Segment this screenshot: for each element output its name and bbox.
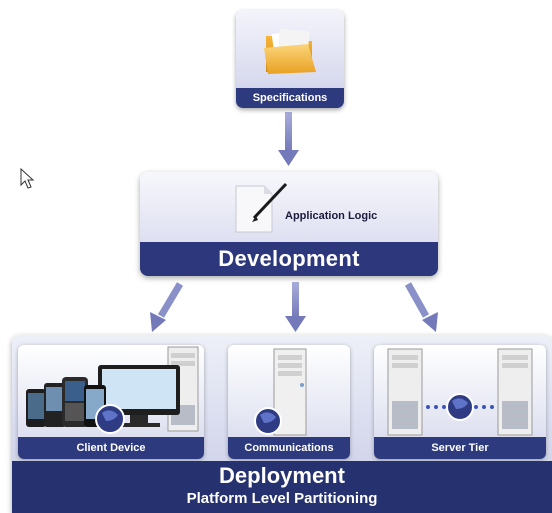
communications-label: Communications	[228, 437, 350, 459]
server-tier-label: Server Tier	[374, 437, 546, 459]
deployment-box: Client Device Communications	[12, 335, 552, 513]
document-pen-icon	[235, 182, 288, 233]
arrow-development-to-client	[150, 282, 184, 332]
communications-card: Communications	[228, 345, 350, 459]
server-tier-illustration	[387, 348, 533, 436]
deployment-subtitle: Platform Level Partitioning	[186, 490, 378, 507]
server-icon-right	[497, 348, 533, 436]
communications-illustration	[254, 348, 307, 436]
specifications-card: Specifications	[236, 10, 344, 108]
application-logic-label: Application Logic	[285, 210, 378, 222]
development-box: Application Logic Development	[140, 172, 438, 276]
deployment-bar: Deployment Platform Level Partitioning	[12, 461, 552, 513]
globe-icon	[95, 404, 125, 434]
monitor-icon	[98, 365, 180, 427]
server-icon	[387, 348, 423, 436]
development-title: Development	[140, 242, 438, 276]
specifications-label: Specifications	[236, 88, 344, 108]
folder-icon	[264, 28, 316, 74]
phones-icon	[26, 377, 106, 427]
client-devices-illustration	[26, 346, 199, 434]
client-device-card: Client Device	[18, 345, 204, 459]
globe-icon	[254, 407, 282, 435]
server-tier-card: Server Tier	[374, 345, 546, 459]
globe-icon	[446, 393, 474, 421]
arrow-development-to-communications	[285, 282, 306, 332]
arrow-development-to-server	[404, 282, 438, 332]
deployment-title: Deployment	[219, 463, 345, 488]
mouse-cursor-icon	[20, 168, 35, 189]
connection-dots	[426, 405, 494, 409]
client-device-label: Client Device	[18, 437, 204, 459]
arrow-specifications-to-development	[278, 112, 299, 166]
